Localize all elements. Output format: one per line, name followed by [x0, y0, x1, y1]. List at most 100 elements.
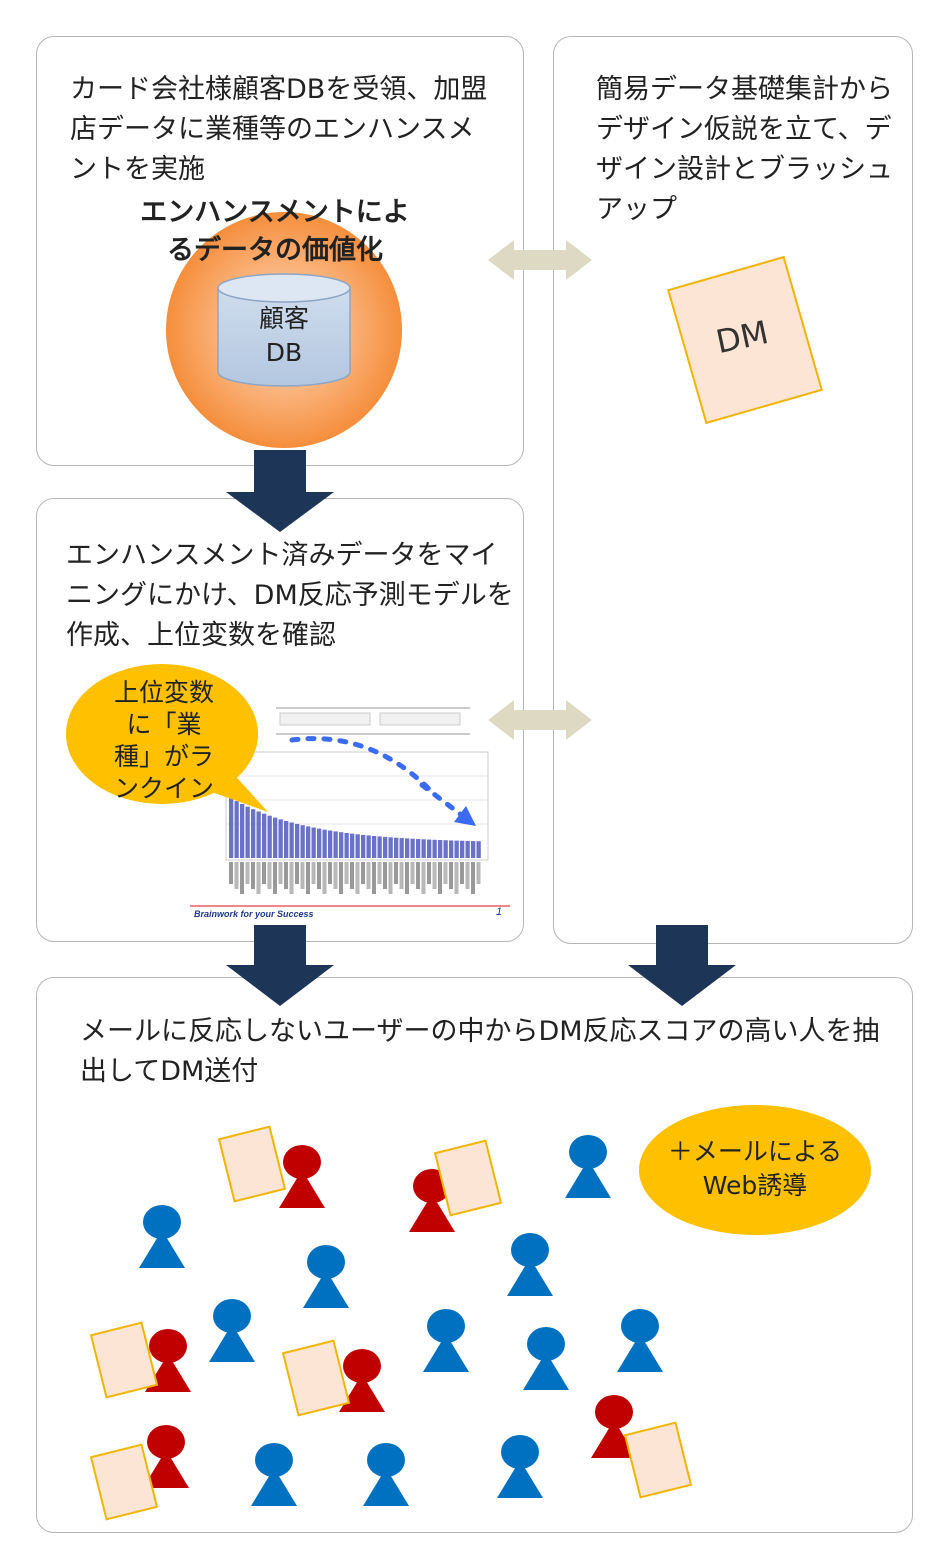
dm-card: [623, 1421, 693, 1499]
chart-bar: [427, 839, 432, 858]
chart-bar: [328, 830, 333, 858]
chart-bar: [405, 838, 410, 858]
chart-tick-label: [311, 862, 316, 884]
arrow-down-2: [226, 925, 334, 1006]
chart-bar: [245, 806, 250, 858]
chart-bar: [289, 822, 294, 858]
chart-bar: [394, 837, 399, 858]
chart-tick-label: [454, 862, 459, 894]
chart-tick-label: [328, 862, 332, 884]
chart-tick-label: [399, 862, 404, 889]
db-label-line2: DB: [265, 338, 303, 367]
chart-bar: [311, 827, 316, 858]
chart-tick-label: [339, 862, 343, 894]
enhancement-highlight: エンハンスメントによるデータの価値化: [140, 197, 410, 266]
chart-bar: [273, 817, 278, 858]
chart-tick-label: [256, 862, 261, 894]
chart-bar: [432, 839, 437, 858]
target-customer-icon: [591, 1395, 637, 1458]
chart-tick-label: [344, 862, 349, 884]
chart-tick-label: [383, 862, 387, 889]
chart-bar: [284, 820, 289, 858]
chart-bar: [339, 832, 344, 858]
chart-bar: [322, 829, 327, 858]
customer-icon: [423, 1309, 469, 1372]
customer-icon: [363, 1443, 409, 1506]
web-guidance-bubble-text: ＋メールによるWeb誘導: [667, 1137, 843, 1200]
customer-icon: [523, 1327, 569, 1390]
chart-bar: [377, 836, 382, 858]
chart-bar: [383, 836, 388, 858]
chart-tick-label: [443, 862, 448, 884]
chart-tick-label: [465, 862, 470, 889]
chart-footer-page: 1: [496, 906, 503, 918]
chart-tick-label: [284, 862, 288, 889]
chart-tick-label: [234, 862, 239, 889]
customer-icon: [139, 1205, 185, 1268]
chart-tick-label: [278, 862, 283, 884]
chart-bar: [333, 831, 338, 858]
arrow-down-3: [628, 925, 736, 1006]
chart-tick-label: [273, 862, 277, 894]
customer-icon: [507, 1233, 553, 1296]
chart-tick-label: [240, 862, 244, 894]
chart-bar: [443, 840, 448, 858]
dm-sending-description: メールに反応しないユーザーの中からDM反応スコアの高い人を抽出してDM送付: [80, 1016, 880, 1087]
chart-bar: [449, 840, 454, 858]
chart-tick-label: [322, 862, 327, 894]
chart-tick-label: [394, 862, 398, 884]
chart-bar: [267, 815, 272, 858]
chart-tick-label: [300, 862, 305, 889]
chart-tick-label: [427, 862, 431, 884]
dm-card: [89, 1321, 159, 1399]
chart-bar: [361, 834, 366, 858]
chart-tick-label: [438, 862, 442, 894]
chart-tick-label: [251, 862, 255, 889]
chart-bar: [399, 838, 404, 858]
chart-bar: [300, 825, 305, 858]
customer-icon: [497, 1435, 543, 1498]
chart-bar: [317, 828, 322, 858]
chart-bar: [344, 832, 349, 858]
chart-bar: [240, 803, 245, 858]
variable-bubble-text: 上位変数に「業種」がランクイン: [113, 678, 214, 803]
dm-card: [89, 1443, 159, 1521]
arrow-double-1: [488, 240, 592, 280]
chart-tick-label: [377, 862, 382, 884]
chart-footer-text: Brainwork for your Success: [194, 909, 314, 919]
chart-bar: [421, 839, 426, 858]
chart-tick-label: [432, 862, 437, 889]
chart-tick-label: [350, 862, 354, 889]
chart-tick-label: [410, 862, 415, 884]
chart-tick-label: [476, 862, 481, 884]
dm-card: [433, 1139, 503, 1217]
customer-icon: [617, 1309, 663, 1372]
chart-bar: [278, 819, 283, 858]
target-customer-icon: [143, 1425, 189, 1488]
chart-bar: [476, 841, 481, 858]
chart-bar: [234, 801, 239, 858]
arrow-down-1: [226, 450, 334, 532]
panel-design: [553, 36, 913, 944]
chart-bar: [438, 840, 443, 858]
customer-icon: [303, 1245, 349, 1308]
chart-tick-label: [405, 862, 409, 894]
chart-bar: [454, 840, 459, 858]
chart-bar: [306, 826, 311, 858]
chart-tick-label: [317, 862, 321, 889]
chart-tick-label: [229, 862, 233, 884]
chart-tick-label: [355, 862, 360, 894]
db-label-line1: 顧客: [258, 304, 309, 333]
chart-bar: [372, 835, 377, 858]
chart-bar: [251, 809, 256, 858]
chart-tick-label: [366, 862, 371, 889]
target-customer-icon: [339, 1349, 385, 1412]
chart-bar: [366, 835, 371, 858]
chart-tick-label: [416, 862, 420, 889]
chart-tick-label: [372, 862, 376, 894]
database-icon: [217, 287, 351, 387]
dm-card: [217, 1125, 287, 1203]
customer-icon: [209, 1299, 255, 1362]
chart-bar: [410, 838, 415, 858]
